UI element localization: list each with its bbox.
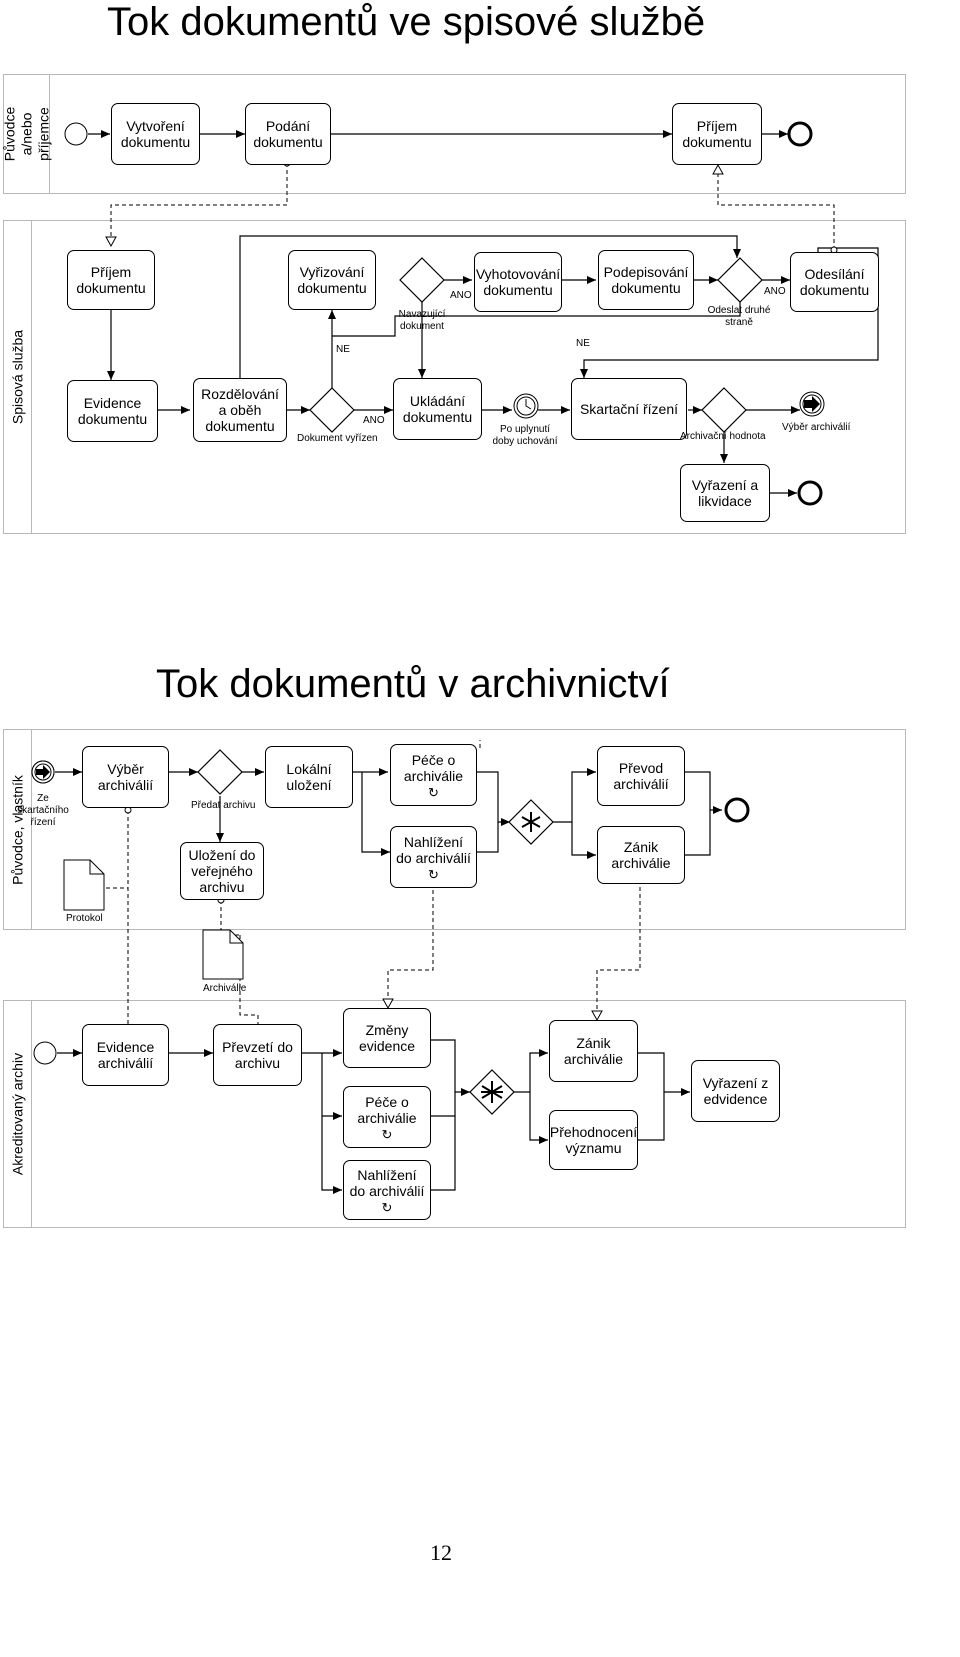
task-send-document[interactable]: Odesílání dokumentu: [790, 252, 879, 312]
loop-icon: ↻: [428, 784, 439, 800]
task-process-document-label: Vyřizování dokumentu: [297, 264, 367, 296]
label-select-archivalia-event: Výběr archiválií: [782, 422, 851, 433]
task-select-archivalia[interactable]: Výběr archiválií: [82, 746, 169, 808]
task-care-archivalia-owner[interactable]: Péče o archiválie↻: [390, 744, 477, 806]
task-demise-archivalia-archive-label: Zánik archiválie: [563, 1035, 624, 1067]
task-reassess-significance[interactable]: Přehodnocení významu: [549, 1110, 638, 1170]
task-select-archivalia-label: Výběr archiválií: [97, 761, 154, 793]
loop-icon: ↻: [381, 1199, 393, 1215]
task-transfer-archivalia[interactable]: Převod archiválií: [597, 746, 685, 806]
task-distribute-document[interactable]: Rozdělování a oběh dokumentu: [193, 378, 287, 442]
label-ano-follow-up: ANO: [450, 290, 472, 301]
task-submit-document-label: Podání dokumentu: [253, 118, 323, 150]
page-number: 12: [430, 1540, 452, 1565]
task-demise-archivalia-owner[interactable]: Zánik archiválie: [597, 826, 685, 884]
task-receive-document[interactable]: Příjem dokumentu: [67, 250, 155, 310]
pool-registry: Spisová služba: [3, 220, 906, 534]
task-access-archivalia-archive-label: Nahlížení do archiválií: [349, 1166, 425, 1199]
task-submit-document[interactable]: Podání dokumentu: [245, 103, 331, 165]
task-sign-document[interactable]: Podepisování dokumentu: [598, 250, 694, 310]
task-create-document[interactable]: Vytvoření dokumentu: [111, 103, 200, 165]
label-ano-gateway-done: ANO: [363, 415, 385, 426]
task-shredding-procedure-label: Skartační řízení: [579, 401, 679, 417]
task-reassess-significance-label: Přehodnocení významu: [549, 1124, 638, 1156]
label-protocol-document: Protokol: [66, 913, 103, 924]
label-send-other-side: Odeslat druhé straně: [707, 305, 771, 328]
task-demise-archivalia-archive[interactable]: Zánik archiválie: [549, 1020, 638, 1082]
task-access-archivalia-owner[interactable]: Nahlížení do archiválií↻: [390, 826, 477, 888]
label-document-done: Dokument vyřízen: [297, 433, 378, 444]
task-access-archivalia-owner-label: Nahlížení do archiválií: [396, 833, 471, 866]
task-access-archivalia-archive[interactable]: Nahlížení do archiválií↻: [343, 1160, 431, 1220]
task-care-archivalia-owner-label: Péče o archiválie: [403, 751, 464, 784]
pool-archive: Akreditovaný archiv: [3, 1000, 906, 1228]
task-public-archive-storage-label: Uložení do veřejného archivu: [188, 847, 256, 895]
task-evidence-changes[interactable]: Změny evidence: [343, 1008, 431, 1068]
loop-icon: ↻: [428, 866, 439, 882]
task-care-archivalia-archive[interactable]: Péče o archiválie↻: [343, 1086, 431, 1148]
task-local-storage-label: Lokální uložení: [286, 761, 332, 793]
label-hand-over-archive: Předat archivu: [191, 800, 256, 811]
task-sign-document-label: Podepisování dokumentu: [603, 264, 689, 296]
task-distribute-document-label: Rozdělování a oběh dokumentu: [201, 386, 279, 434]
task-shredding-procedure[interactable]: Skartační řízení: [571, 378, 687, 440]
task-create-document-label: Vytvoření dokumentu: [120, 118, 191, 150]
label-ne-send: NE: [576, 338, 590, 349]
task-remove-from-evidence-label: Vyřazení z edvidence: [702, 1075, 769, 1107]
task-care-archivalia-archive-label: Péče o archiválie: [357, 1093, 417, 1126]
task-draft-document-label: Vyhotovování dokumentu: [475, 266, 561, 298]
task-draft-document[interactable]: Vyhotovování dokumentu: [474, 252, 562, 312]
task-evidence-archivalia[interactable]: Evidence archiválií: [82, 1024, 169, 1086]
label-after-retention: Po uplynutí doby uchování: [492, 424, 558, 447]
task-evidence-document-label: Evidence dokumentu: [77, 395, 148, 427]
pool-owner: Původce, vlastník: [3, 729, 906, 930]
task-remove-from-evidence[interactable]: Vyřazení z edvidence: [691, 1060, 780, 1122]
task-takeover-archive-label: Převzetí do archivu: [222, 1039, 293, 1071]
task-evidence-changes-label: Změny evidence: [358, 1022, 416, 1054]
task-evidence-document[interactable]: Evidence dokumentu: [67, 380, 158, 442]
task-receive-document-originator-label: Příjem dokumentu: [682, 118, 752, 150]
task-receive-document-label: Příjem dokumentu: [76, 264, 146, 296]
label-from-shredding: Ze skartačního řízení: [17, 793, 69, 828]
label-archival-value: Archivační hodnota: [680, 431, 766, 442]
pool-originator: Původce a/nebo příjemce: [1, 74, 906, 194]
task-receive-document-originator[interactable]: Příjem dokumentu: [672, 103, 762, 165]
title-archives: Tok dokumentů v archivnictví: [156, 662, 670, 706]
task-store-document-label: Ukládání dokumentu: [402, 393, 473, 425]
task-transfer-archivalia-label: Převod archiválií: [613, 760, 669, 792]
task-process-document[interactable]: Vyřizování dokumentu: [288, 250, 376, 310]
task-discard-and-dispose-label: Vyřazení a likvidace: [691, 477, 759, 509]
task-demise-archivalia-owner-label: Zánik archiválie: [611, 839, 671, 871]
task-public-archive-storage[interactable]: Uložení do veřejného archivu: [180, 842, 264, 900]
loop-icon: ↻: [381, 1126, 393, 1142]
task-takeover-archive[interactable]: Převzetí do archivu: [213, 1024, 302, 1086]
task-discard-and-dispose[interactable]: Vyřazení a likvidace: [680, 464, 770, 522]
label-ne-process: NE: [336, 344, 350, 355]
title-records-services: Tok dokumentů ve spisové službě: [107, 0, 706, 44]
label-ano-send-other: ANO: [764, 286, 786, 297]
task-send-document-label: Odesílání dokumentu: [799, 266, 870, 298]
task-store-document[interactable]: Ukládání dokumentu: [393, 378, 482, 440]
task-local-storage[interactable]: Lokální uložení: [265, 746, 353, 808]
task-evidence-archivalia-label: Evidence archiválií: [96, 1039, 155, 1071]
label-archivalia-document: Archiválie: [203, 983, 247, 994]
label-follow-up-document: Navazující dokument: [398, 309, 446, 332]
